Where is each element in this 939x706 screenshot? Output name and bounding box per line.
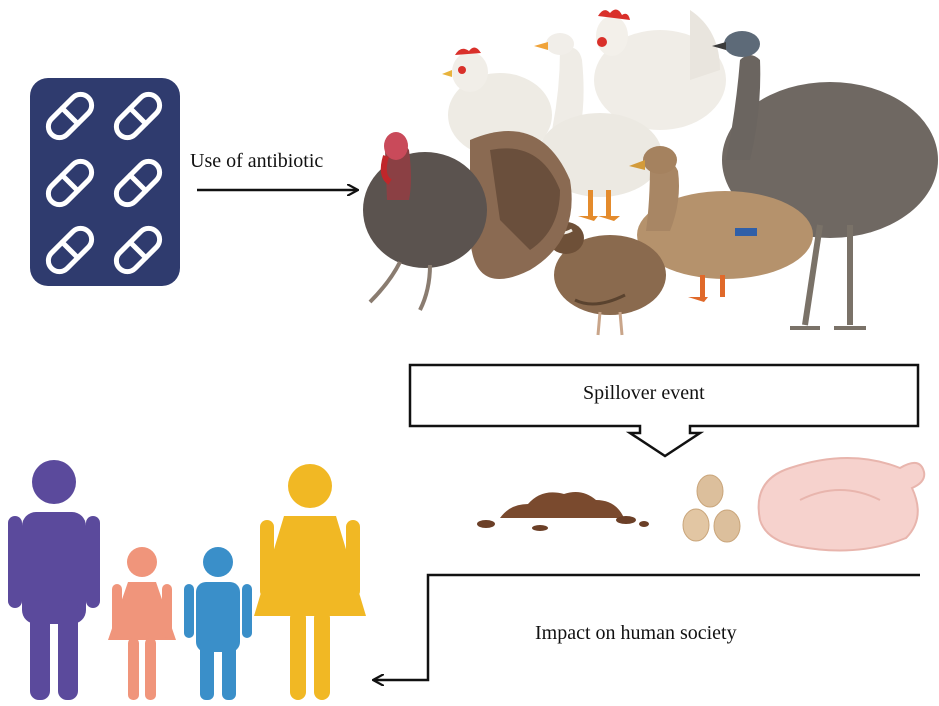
raw-chicken-illustration [759,458,925,551]
spillover-label: Spillover event [583,382,939,405]
pill-blister-pack-icon [30,78,180,286]
girl-figure [108,547,176,700]
emu [712,31,938,328]
turkey [363,131,572,310]
spillover-arrow-box [410,365,918,456]
eggs-illustration [683,475,740,542]
poultry-illustration [363,9,938,335]
boy-figure [184,547,252,700]
adult-female-figure [254,464,366,700]
adult-male-figure [8,460,100,700]
antibiotic-label: Use of antibiotic [190,150,323,173]
manure-illustration [477,492,649,531]
impact-label: Impact on human society [535,622,737,645]
chicken-back-right [594,9,726,130]
